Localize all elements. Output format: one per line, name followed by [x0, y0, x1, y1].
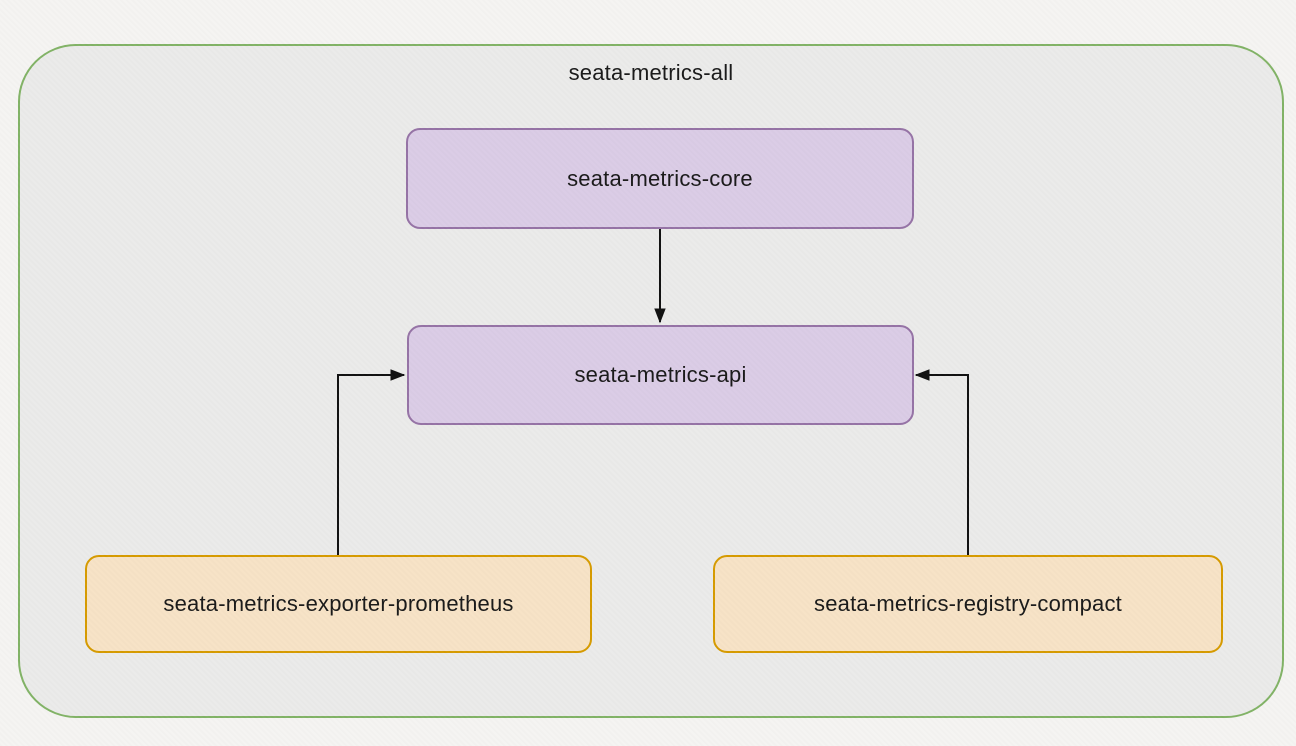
node-seata-metrics-api: seata-metrics-api [407, 325, 914, 425]
node-label: seata-metrics-exporter-prometheus [163, 591, 514, 616]
node-label: seata-metrics-core [567, 165, 753, 191]
node-label: seata-metrics-api [574, 362, 747, 387]
node-label: seata-metrics-registry-compact [814, 591, 1122, 616]
node-seata-metrics-registry-compact: seata-metrics-registry-compact [713, 555, 1223, 653]
node-seata-metrics-exporter-prometheus: seata-metrics-exporter-prometheus [85, 555, 592, 653]
node-seata-metrics-core: seata-metrics-core [406, 128, 914, 229]
group-title: seata-metrics-all [568, 60, 734, 85]
